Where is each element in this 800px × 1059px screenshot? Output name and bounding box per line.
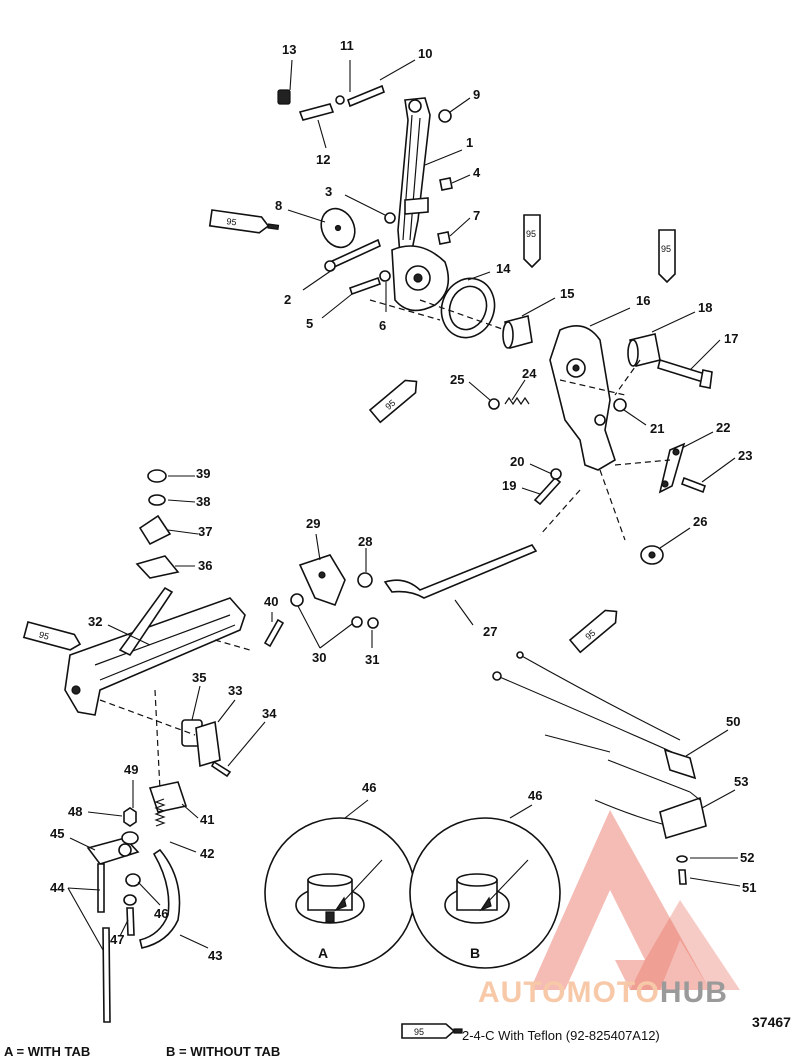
callout-42: 42 <box>200 846 214 861</box>
callout-32: 32 <box>88 614 102 629</box>
svg-text:95: 95 <box>661 244 671 254</box>
callout-18: 18 <box>698 300 712 315</box>
note-without-tab: B = WITHOUT TAB <box>166 1044 281 1059</box>
callout-7: 7 <box>473 208 480 223</box>
callout-31: 31 <box>365 652 379 667</box>
callout-51: 51 <box>742 880 756 895</box>
svg-text:95: 95 <box>383 398 397 412</box>
callout-53: 53 <box>734 774 748 789</box>
callout-8: 8 <box>275 198 282 213</box>
callout-44: 44 <box>50 880 65 895</box>
callout-13: 13 <box>282 42 296 57</box>
callout-20: 20 <box>510 454 524 469</box>
bracket-assembly <box>64 469 285 813</box>
callout-22: 22 <box>716 420 730 435</box>
detail-b: B <box>409 817 561 969</box>
svg-text:95: 95 <box>226 216 237 227</box>
callout-numbers: 1 2 3 4 5 6 7 8 9 10 11 12 13 14 15 16 1… <box>50 38 756 963</box>
callout-52: 52 <box>740 850 754 865</box>
callout-50: 50 <box>726 714 740 729</box>
callout-49: 49 <box>124 762 138 777</box>
svg-text:95: 95 <box>583 628 597 642</box>
callout-10: 10 <box>418 46 432 61</box>
watermark-auto: AUTO <box>478 976 567 1009</box>
svg-text:95: 95 <box>526 229 536 239</box>
callout-41: 41 <box>200 812 214 827</box>
callout-46-main: 46 <box>154 906 168 921</box>
callout-36: 36 <box>198 558 212 573</box>
callout-25: 25 <box>450 372 464 387</box>
callout-17: 17 <box>724 331 738 346</box>
callout-26: 26 <box>693 514 707 529</box>
callout-40: 40 <box>264 594 278 609</box>
wiring-harness <box>492 651 707 885</box>
svg-text:95: 95 <box>414 1027 424 1037</box>
callout-48: 48 <box>68 804 82 819</box>
callout-12: 12 <box>316 152 330 167</box>
callout-46-detail-a: 46 <box>362 780 376 795</box>
watermark-text: AUTOMOTOHUB <box>478 976 728 1010</box>
callout-24: 24 <box>522 366 537 381</box>
legend-tube-icon: 95 <box>401 1023 463 1039</box>
callout-5: 5 <box>306 316 313 331</box>
watermark-hub: HUB <box>659 976 728 1009</box>
callout-21: 21 <box>650 421 664 436</box>
callout-15: 15 <box>560 286 574 301</box>
note-with-tab: A = WITH TAB <box>4 1044 91 1059</box>
callout-35: 35 <box>192 670 206 685</box>
callout-34: 34 <box>262 706 277 721</box>
leader-lines <box>67 59 741 951</box>
assembly-dashed-lines <box>99 299 671 791</box>
callout-14: 14 <box>496 261 511 276</box>
legend-text: 2-4-C With Teflon (92-825407A12) <box>462 1028 660 1043</box>
callout-30: 30 <box>312 650 326 665</box>
watermark-moto: MOTO <box>566 976 660 1009</box>
callout-43: 43 <box>208 948 222 963</box>
callout-33: 33 <box>228 683 242 698</box>
callout-45: 45 <box>50 826 64 841</box>
detail-b-letter: B <box>470 945 480 961</box>
callout-47: 47 <box>110 932 124 947</box>
callout-11: 11 <box>340 38 354 53</box>
callout-1: 1 <box>466 135 473 150</box>
callout-4: 4 <box>473 165 481 180</box>
shift-rod-linkage <box>290 544 538 629</box>
callout-29: 29 <box>306 516 320 531</box>
callout-39: 39 <box>196 466 210 481</box>
callout-9: 9 <box>473 87 480 102</box>
callout-19: 19 <box>502 478 516 493</box>
callout-23: 23 <box>738 448 752 463</box>
figure-number: 37467 <box>752 1014 791 1030</box>
callout-37: 37 <box>198 524 212 539</box>
callout-28: 28 <box>358 534 372 549</box>
callout-27: 27 <box>483 624 497 639</box>
callout-46-detail-b: 46 <box>528 788 542 803</box>
throttle-arm-assembly <box>277 84 496 339</box>
lower-lever-assembly <box>86 798 181 1023</box>
callout-16: 16 <box>636 293 650 308</box>
detail-a: A <box>264 817 416 969</box>
detail-a-letter: A <box>318 945 328 961</box>
callout-6: 6 <box>379 318 386 333</box>
callout-2: 2 <box>284 292 291 307</box>
callout-3: 3 <box>325 184 332 199</box>
shift-bracket-assembly <box>488 315 713 565</box>
grease-tube-icons: 95 95 95 95 95 95 95 <box>22 209 676 1039</box>
callout-38: 38 <box>196 494 210 509</box>
svg-text:95: 95 <box>38 629 50 641</box>
